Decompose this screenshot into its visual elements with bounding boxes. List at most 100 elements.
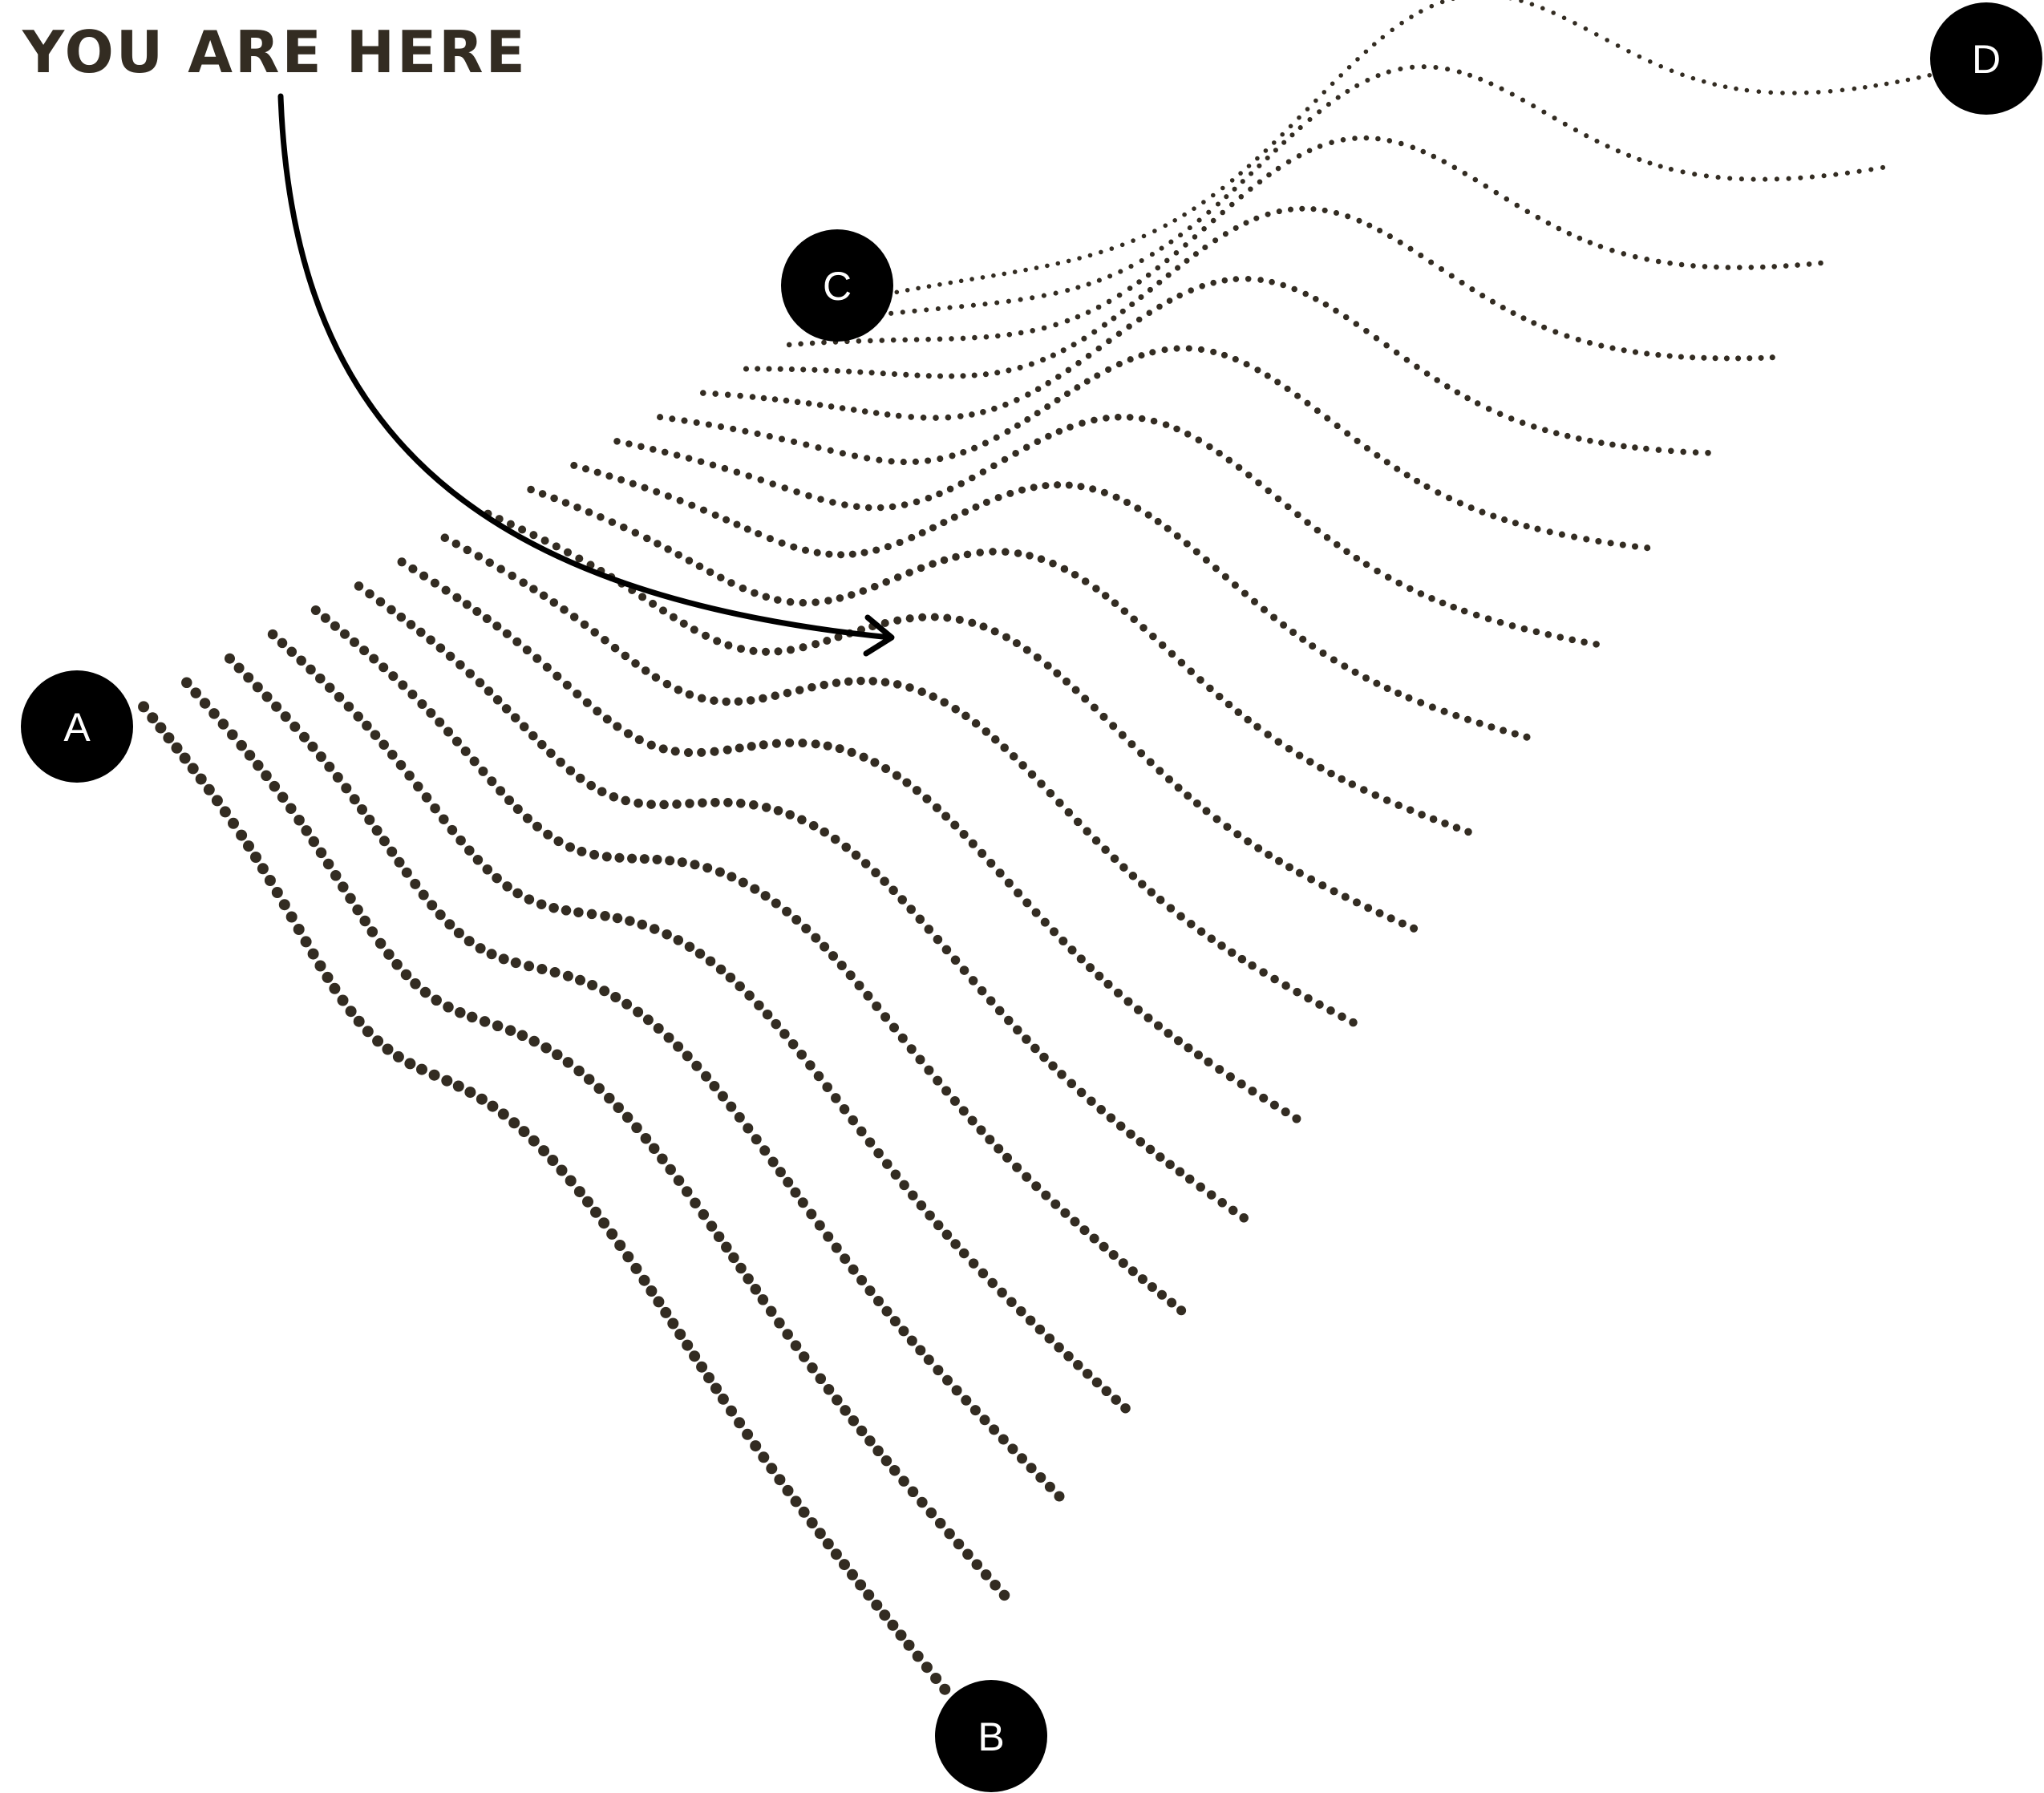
surface-dot bbox=[1129, 301, 1135, 308]
surface-dot bbox=[1496, 618, 1504, 626]
surface-dot bbox=[1158, 641, 1167, 650]
surface-dot bbox=[1119, 242, 1125, 248]
surface-dot bbox=[1315, 1000, 1324, 1009]
surface-dot bbox=[1149, 349, 1156, 356]
surface-dot bbox=[1250, 597, 1259, 605]
surface-dot bbox=[1581, 638, 1588, 646]
surface-dot bbox=[625, 440, 633, 447]
surface-dot bbox=[1049, 559, 1057, 568]
surface-dot bbox=[980, 409, 986, 415]
surface-dot bbox=[502, 881, 512, 892]
surface-dot bbox=[391, 959, 403, 970]
surface-dot bbox=[349, 637, 360, 647]
surface-dot bbox=[426, 708, 436, 718]
surface-dot bbox=[1109, 246, 1115, 251]
surface-dot bbox=[958, 1106, 969, 1116]
surface-dot bbox=[1227, 948, 1237, 957]
surface-dot bbox=[1065, 366, 1072, 374]
surface-dot bbox=[912, 458, 919, 465]
surface-dot bbox=[937, 282, 942, 287]
surface-dot bbox=[629, 480, 637, 488]
surface-dot bbox=[300, 936, 312, 948]
surface-dot bbox=[832, 1394, 843, 1406]
surface-dot bbox=[1162, 421, 1170, 428]
surface-dot bbox=[573, 1065, 585, 1077]
surface-dot bbox=[1270, 974, 1279, 984]
surface-dot bbox=[1034, 386, 1042, 392]
surface-dot bbox=[181, 677, 192, 689]
surface-dot bbox=[1680, 169, 1686, 175]
surface-dot bbox=[1355, 57, 1360, 62]
surface-dot bbox=[1176, 912, 1185, 921]
surface-dot bbox=[1044, 403, 1051, 411]
curved-arrow-shaft bbox=[277, 93, 893, 641]
surface-dot bbox=[749, 394, 756, 400]
surface-dot bbox=[441, 1075, 453, 1087]
surface-dot bbox=[1087, 1096, 1096, 1106]
surface-dot bbox=[736, 645, 746, 654]
surface-dot bbox=[549, 966, 561, 978]
surface-dot bbox=[683, 747, 694, 758]
surface-dot bbox=[1030, 295, 1035, 301]
surface-dot bbox=[1520, 315, 1527, 322]
surface-dot bbox=[621, 795, 630, 806]
surface-dot bbox=[1257, 179, 1263, 185]
surface-dot bbox=[1014, 549, 1022, 557]
surface-dot bbox=[1383, 684, 1391, 693]
surface-dot bbox=[1041, 1190, 1051, 1200]
surface-dot bbox=[1460, 607, 1468, 615]
surface-dot bbox=[307, 741, 318, 752]
surface-dot bbox=[1621, 443, 1627, 450]
surface-dot bbox=[608, 518, 617, 526]
surface-dot bbox=[1073, 817, 1083, 827]
surface-dot bbox=[812, 640, 820, 649]
surface-dot bbox=[1463, 715, 1472, 723]
surface-dot bbox=[1459, 279, 1465, 285]
surface-dot bbox=[463, 545, 472, 555]
surface-dot bbox=[285, 803, 297, 814]
surface-dot bbox=[492, 1020, 504, 1032]
surface-dot bbox=[1026, 552, 1034, 560]
surface-dot bbox=[1150, 417, 1158, 425]
surface-dot bbox=[510, 713, 520, 722]
surface-dot bbox=[1050, 1199, 1061, 1209]
surface-dot bbox=[527, 485, 535, 494]
surface-dot bbox=[1248, 1087, 1257, 1096]
surface-dot bbox=[951, 705, 960, 714]
surface-dot bbox=[354, 581, 364, 591]
surface-dot bbox=[453, 927, 464, 939]
surface-dot bbox=[749, 646, 758, 655]
surface-dot bbox=[1027, 770, 1037, 779]
surface-dot bbox=[286, 646, 297, 658]
surface-dot bbox=[1274, 378, 1281, 386]
surface-dot bbox=[1632, 349, 1639, 355]
surface-dot bbox=[1143, 1013, 1153, 1022]
surface-dot bbox=[1248, 186, 1253, 192]
surface-dot bbox=[1018, 761, 1027, 770]
surface-dot bbox=[1115, 1121, 1126, 1131]
surface-dot bbox=[1496, 411, 1504, 417]
surface-dot bbox=[236, 829, 248, 841]
surface-dot bbox=[1265, 850, 1273, 860]
surface-dot bbox=[1040, 357, 1046, 363]
surface-dot bbox=[839, 1104, 850, 1115]
surface-dot bbox=[613, 438, 621, 445]
surface-dot bbox=[898, 1326, 909, 1337]
surface-dot bbox=[1174, 783, 1183, 792]
surface-dot bbox=[868, 338, 873, 344]
surface-dot bbox=[1255, 156, 1260, 161]
surface-dot bbox=[1039, 1052, 1049, 1062]
surface-dot bbox=[759, 694, 767, 703]
surface-dot bbox=[860, 859, 871, 868]
surface-dot bbox=[435, 717, 445, 727]
surface-dot bbox=[371, 825, 382, 836]
surface-dot bbox=[1106, 1113, 1116, 1123]
surface-dot bbox=[785, 810, 795, 820]
surface-dot bbox=[1130, 615, 1138, 624]
surface-dot bbox=[1265, 155, 1270, 161]
surface-dot bbox=[1127, 740, 1136, 749]
surface-dot bbox=[440, 533, 450, 542]
surface-dot bbox=[1397, 239, 1403, 245]
surface-dot bbox=[1065, 481, 1073, 489]
surface-dot bbox=[698, 798, 707, 807]
